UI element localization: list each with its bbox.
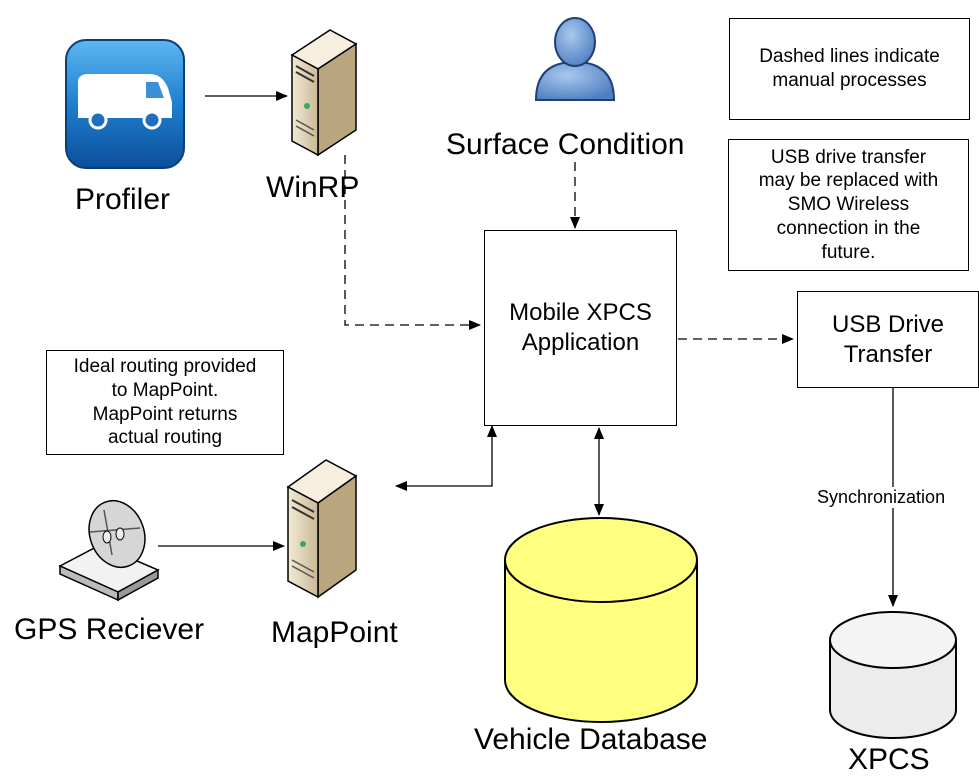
person-icon	[534, 17, 616, 101]
xpcs-label: XPCS	[848, 743, 930, 776]
mappoint-label: MapPoint	[271, 616, 398, 649]
synchronization-label: Synchronization	[815, 487, 948, 508]
note-ideal-routing-text: Ideal routing provided to MapPoint. MapP…	[73, 356, 257, 449]
xpcs-database-cylinder	[829, 611, 957, 739]
note-usb-replacement-text: USB drive transfer may be replaced with …	[758, 146, 939, 263]
mobile-xpcs-app-label: Mobile XPCS Application	[509, 299, 652, 356]
surface-condition-label: Surface Condition	[446, 128, 685, 161]
profiler-van-icon	[65, 39, 185, 169]
edge-winrp-xpcs	[344, 155, 481, 330]
usb-drive-transfer-label: USB Drive Transfer	[831, 310, 945, 368]
usb-drive-transfer-box: USB Drive Transfer	[797, 291, 979, 388]
winrp-label: WinRP	[266, 171, 360, 204]
edge-mappoint-xpcs	[395, 425, 497, 491]
mappoint-server-icon	[286, 459, 358, 599]
winrp-server-icon	[290, 29, 358, 157]
vehicle-database-label: Vehicle Database	[474, 723, 708, 756]
note-ideal-routing: Ideal routing provided to MapPoint. MapP…	[46, 350, 284, 455]
note-usb-replacement: USB drive transfer may be replaced with …	[728, 139, 969, 271]
note-dashed-lines: Dashed lines indicate manual processes	[729, 18, 970, 120]
profiler-label: Profiler	[75, 183, 171, 216]
mobile-xpcs-app-box: Mobile XPCS Application	[484, 230, 677, 426]
satellite-dish-icon	[58, 499, 160, 602]
vehicle-database-cylinder	[504, 517, 698, 723]
note-dashed-lines-text: Dashed lines indicate manual processes	[759, 46, 940, 91]
gps-receiver-label: GPS Reciever	[14, 613, 205, 646]
